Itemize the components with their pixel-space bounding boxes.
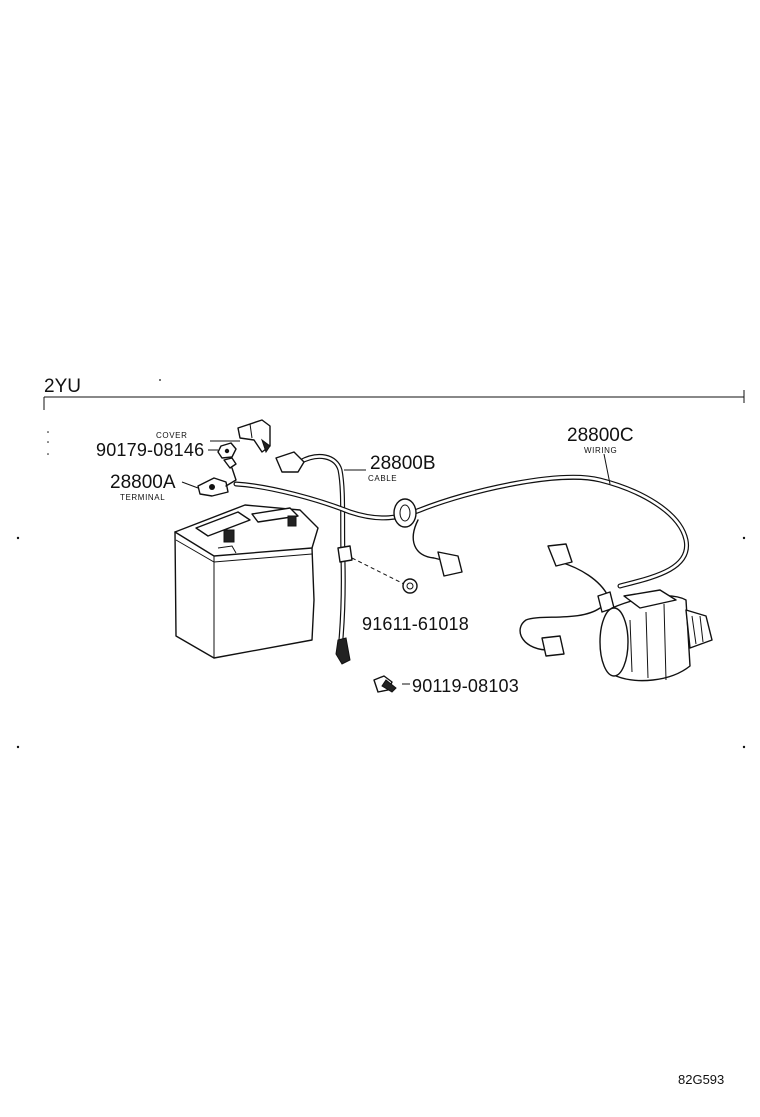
cover-part bbox=[237, 419, 271, 454]
starter-motor bbox=[599, 589, 713, 682]
section-code: 2YU bbox=[44, 376, 81, 397]
callout-wiring-name: WIRING bbox=[584, 446, 617, 455]
callout-bolt: 90119-08103 bbox=[412, 676, 519, 696]
callout-terminal-name: TERMINAL bbox=[120, 493, 165, 502]
battery-cable bbox=[275, 451, 405, 665]
callout-nut: 90179-08146 bbox=[96, 440, 204, 460]
callout-clamp: 91611-61018 bbox=[362, 614, 469, 634]
section-frame bbox=[16, 379, 746, 749]
clamp-bolt-part bbox=[402, 578, 418, 594]
callout-cable-name: CABLE bbox=[368, 474, 397, 483]
callout-cover-name: COVER bbox=[156, 431, 187, 440]
terminal-part bbox=[197, 457, 237, 497]
nut-part bbox=[217, 442, 237, 459]
mounting-bolt-part bbox=[373, 675, 397, 693]
wiring-harness bbox=[233, 474, 689, 657]
callout-cable: 28800B CABLE bbox=[368, 453, 436, 483]
callout-terminal-part-number: 28800A bbox=[110, 472, 176, 493]
callout-cover: COVER bbox=[156, 431, 187, 440]
callout-bolt-part-number: 90119-08103 bbox=[412, 676, 519, 696]
callout-nut-part-number: 90179-08146 bbox=[96, 440, 204, 460]
illustration-code: 82G593 bbox=[678, 1072, 724, 1087]
leader-lines bbox=[181, 440, 611, 685]
callout-wiring-part-number: 28800C bbox=[567, 425, 634, 446]
callout-terminal: 28800A TERMINAL bbox=[110, 472, 176, 502]
callout-wiring: 28800C WIRING bbox=[567, 425, 634, 455]
battery-illustration bbox=[174, 504, 319, 659]
callout-cable-part-number: 28800B bbox=[370, 453, 436, 474]
callout-clamp-part-number: 91611-61018 bbox=[362, 614, 469, 634]
